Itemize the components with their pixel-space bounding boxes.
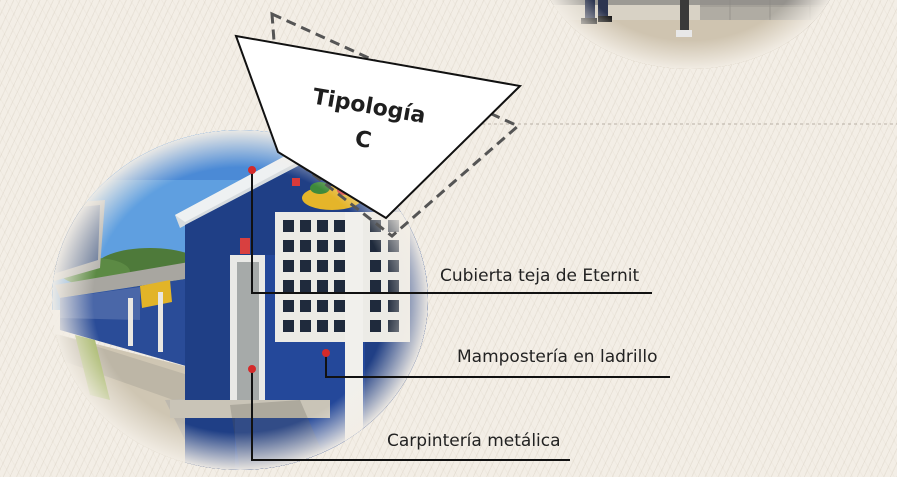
title-shape [234, 34, 523, 220]
callout-label-masonry: Mampostería en ladrillo [457, 347, 658, 367]
callout-label-roof: Cubierta teja de Eternit [440, 266, 640, 286]
callout-leader-carpentry [251, 369, 570, 461]
marker-dot-roof [248, 166, 256, 174]
marker-dot-masonry [322, 349, 330, 357]
top-photo [538, 0, 842, 69]
marker-dot-carpentry [248, 365, 256, 373]
callout-leader-masonry [325, 353, 670, 378]
callout-label-carpentry: Carpintería metálica [387, 431, 561, 451]
callout-leader-roof [251, 170, 652, 294]
school-building-photo [52, 130, 428, 470]
